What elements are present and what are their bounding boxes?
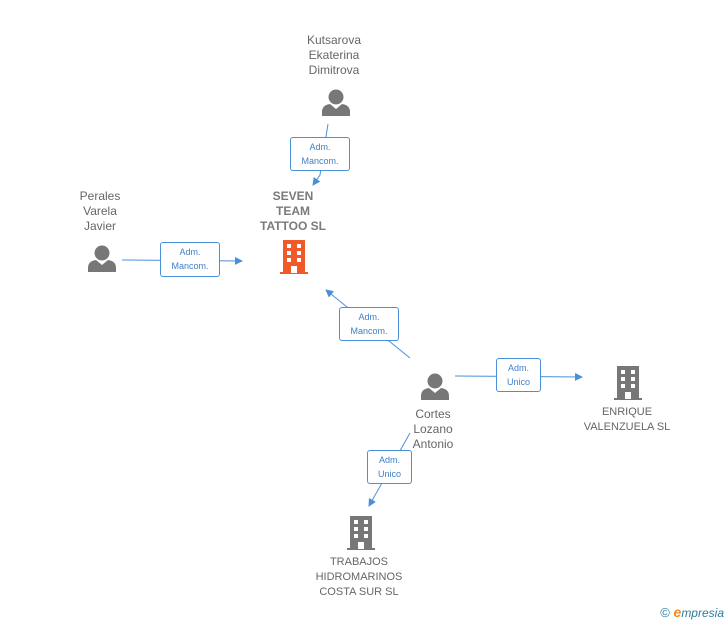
person-name-perales[interactable]: Perales Varela Javier [79,189,121,233]
edge-label-cortes-trabajos[interactable]: Adm. Unico [367,450,412,484]
person-name-kutsarova[interactable]: Kutsarova Ekaterina Dimitrova [306,33,362,77]
building-icon[interactable] [280,240,308,274]
person-name-cortes[interactable]: Cortes Lozano Antonio [412,407,454,451]
edge-label-perales-seven[interactable]: Adm. Mancom. [160,242,220,277]
copyright-footer: © empresia [660,604,724,620]
company-name-enrique[interactable]: ENRIQUE VALENZUELA SL [583,406,671,433]
edge-label-cortes-enrique[interactable]: Adm. Unico [496,358,541,392]
empresia-logo-text: mpresia [681,606,724,620]
empresia-logo-initial: e [673,604,682,620]
building-icon[interactable] [614,366,642,400]
person-icon[interactable] [421,373,449,401]
person-icon[interactable] [322,89,350,117]
building-icon[interactable] [347,516,375,550]
company-name-seven-team[interactable]: SEVEN TEAM TATTOO SL [260,189,326,233]
edge-label-cortes-seven[interactable]: Adm. Mancom. [339,307,399,341]
copyright-icon: © [660,605,670,620]
company-name-trabajos[interactable]: TRABAJOS HIDROMARINOS COSTA SUR SL [315,556,403,598]
edge-label-kutsarova-seven[interactable]: Adm. Mancom. [290,137,350,171]
person-icon[interactable] [88,245,116,273]
